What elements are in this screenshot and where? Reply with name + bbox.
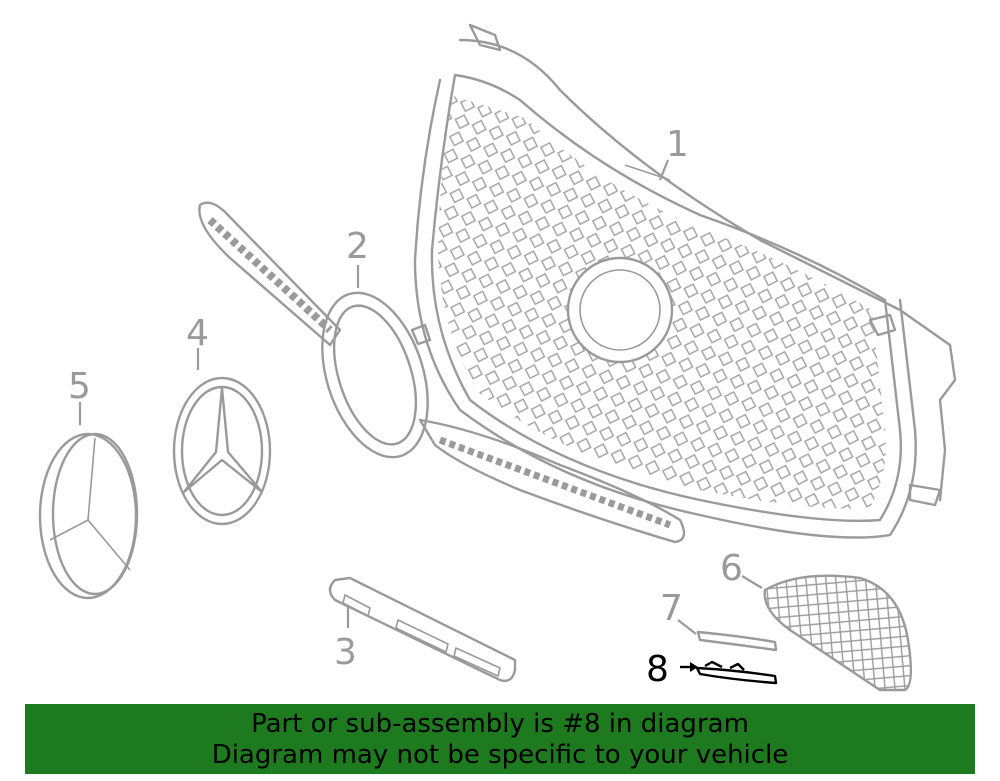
highlighted-trim-part — [680, 660, 778, 685]
callout-8: 8 — [646, 649, 669, 690]
emblem-disk — [38, 432, 139, 600]
parts-diagram: 1 2 3 4 5 6 7 8 — [38, 23, 957, 692]
grille-assembly — [413, 23, 957, 539]
callout-7: 7 — [660, 588, 683, 629]
callout-2: 2 — [346, 226, 369, 267]
trim-strip — [696, 630, 778, 652]
side-grille-insert — [763, 574, 913, 692]
star-emblem — [172, 376, 272, 526]
emblem-mount-bracket — [198, 201, 686, 544]
callout-6: 6 — [720, 548, 743, 589]
arrow-head-8 — [690, 662, 698, 672]
banner-line-2: Diagram may not be specific to your vehi… — [211, 740, 789, 770]
callout-3: 3 — [334, 632, 357, 673]
callout-1: 1 — [666, 124, 689, 165]
leader-arrows — [78, 159, 763, 635]
info-banner: Part or sub-assembly is #8 in diagram Di… — [25, 704, 975, 774]
callout-5: 5 — [68, 366, 91, 407]
callout-4: 4 — [186, 313, 209, 354]
lower-trim-strip — [328, 576, 517, 683]
banner-line-1: Part or sub-assembly is #8 in diagram — [251, 709, 749, 739]
